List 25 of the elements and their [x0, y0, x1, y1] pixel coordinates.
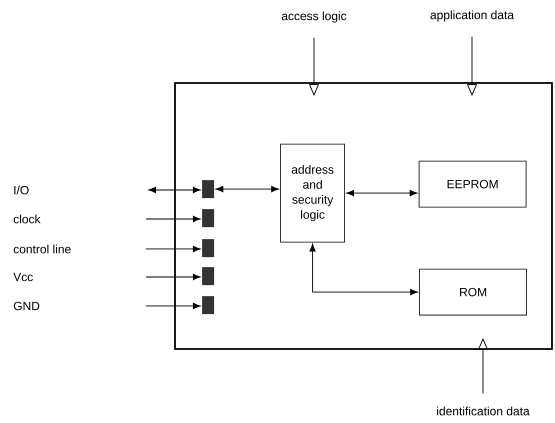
arrow	[146, 302, 201, 310]
pin-label: I/O	[14, 186, 29, 194]
arrow	[309, 244, 418, 296]
arrow	[146, 274, 201, 280]
memory-box: ROM	[419, 268, 527, 316]
contact-pad	[202, 180, 214, 198]
logic-box: address and security logic	[280, 144, 345, 242]
contact-pad	[202, 267, 214, 286]
arrow	[346, 190, 418, 196]
arrow	[146, 216, 201, 222]
pin-label: Vcc	[13, 272, 33, 282]
arrow	[146, 246, 201, 252]
arrow	[216, 186, 279, 192]
chip-box	[174, 82, 553, 350]
text-label: application data	[430, 10, 514, 22]
contact-pad	[202, 239, 214, 258]
contact-pad	[202, 296, 214, 314]
arrow	[148, 186, 201, 194]
pin-label: control line	[14, 244, 71, 254]
memory-box: EEPROM	[418, 160, 526, 208]
contact-pad	[202, 209, 214, 228]
text-label: access logic	[282, 11, 346, 23]
pin-label: GND	[14, 302, 40, 310]
text-label: identification data	[437, 406, 530, 416]
pin-label: clock	[14, 214, 41, 224]
